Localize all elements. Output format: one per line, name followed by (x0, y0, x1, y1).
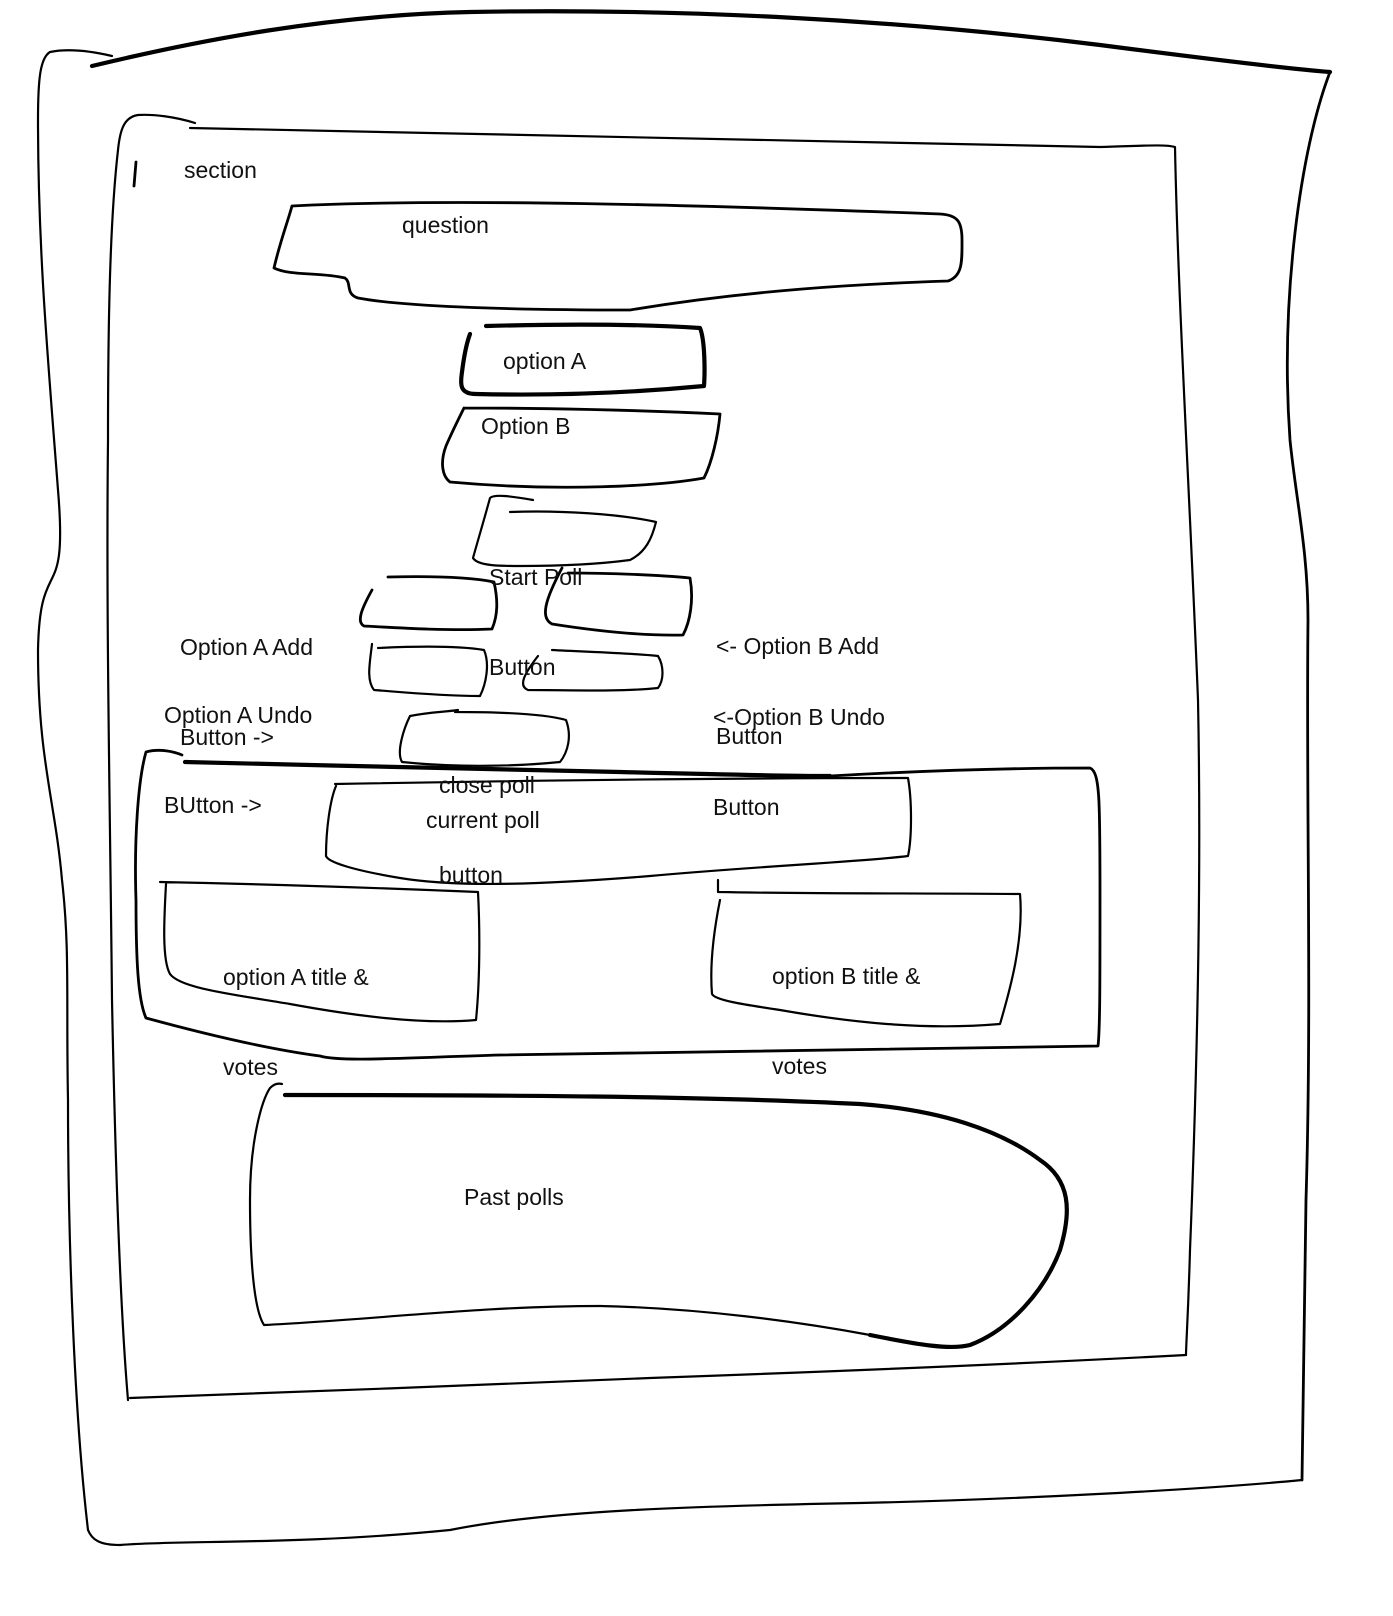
option-b-undo-label-line-2: Button (713, 794, 780, 820)
past-polls-frame (248, 1082, 1069, 1350)
option-b-result-label: option B title & votes (772, 901, 920, 1111)
close-poll-button-shape (398, 708, 570, 767)
option-b-undo-button-shape (521, 648, 664, 692)
option-a-label: option A (503, 348, 587, 374)
option-b-result-shape (710, 878, 1022, 1028)
question-field (272, 201, 964, 312)
close-poll-label-line-2: button (439, 862, 503, 888)
option-a-field (458, 322, 707, 397)
start-poll-label-line-2: Button (489, 654, 556, 680)
current-poll-title-shape (324, 776, 913, 886)
close-poll-label-line-1: close poll (439, 772, 535, 798)
start-poll-button-shape (471, 494, 658, 568)
option-b-add-label-line-2: Button (716, 723, 783, 749)
option-b-add-button-shape (544, 566, 693, 637)
option-a-add-button-shape (358, 575, 499, 632)
start-poll-label: Start Poll Button (489, 502, 582, 712)
option-a-add-label-line-2: Button -> (180, 724, 274, 750)
option-a-undo-label-line-1: Option A Undo (164, 702, 313, 728)
start-poll-label-line-1: Start Poll (489, 564, 583, 590)
option-a-result-label-line-2: votes (223, 1054, 278, 1080)
option-b-field (441, 406, 722, 489)
option-b-result-label-line-2: votes (772, 1053, 827, 1079)
close-poll-label: close poll button (439, 710, 535, 920)
current-poll-frame (134, 748, 1102, 1061)
current-poll-label: current poll (426, 807, 540, 833)
option-a-add-label-line-1: Option A Add (180, 634, 314, 660)
option-a-result-shape (158, 880, 481, 1023)
question-label: question (402, 212, 489, 238)
option-a-undo-label-line-2: BUtton -> (164, 792, 262, 818)
section-frame (106, 113, 1201, 1402)
option-a-undo-button-shape (368, 642, 489, 698)
option-b-add-label: <- Option B Add Button (716, 571, 879, 781)
option-b-undo-label: <-Option B Undo Button (713, 642, 885, 852)
option-a-result-label-line-1: option A title & (223, 964, 369, 990)
option-b-label: Option B (481, 413, 571, 439)
option-b-add-label-line-1: <- Option B Add (716, 633, 880, 659)
section-label: section (184, 157, 257, 183)
option-b-result-label-line-1: option B title & (772, 963, 921, 989)
option-a-undo-label: Option A Undo BUtton -> (164, 640, 312, 850)
option-b-undo-label-line-1: <-Option B Undo (713, 704, 885, 730)
past-polls-label: Past polls (464, 1184, 564, 1210)
outer-frame (36, 9, 1333, 1547)
option-a-result-label: option A title & votes (223, 902, 369, 1112)
option-a-add-label: Option A Add Button -> (180, 572, 313, 782)
